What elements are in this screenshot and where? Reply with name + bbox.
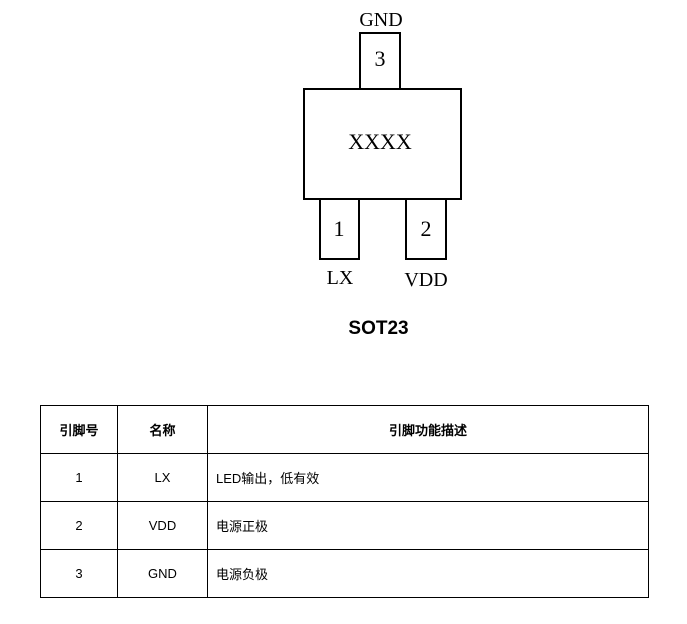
package-title: SOT23 bbox=[348, 318, 409, 339]
pin-1-label: LX bbox=[327, 267, 354, 289]
pin-2-label: VDD bbox=[404, 269, 447, 291]
pin-number-cell: 3 bbox=[40, 549, 118, 598]
pin-1-number: 1 bbox=[334, 216, 345, 241]
header-name: 名称 bbox=[117, 405, 208, 454]
sot23-package-diagram: 3 GND XXXX 1 LX 2 VDD bbox=[303, 9, 462, 291]
pin-number-cell: 1 bbox=[40, 453, 118, 502]
pin-description-cell: 电源正极 bbox=[207, 501, 649, 550]
pin-description-cell: LED输出，低有效 bbox=[207, 453, 649, 502]
table-header-row: 引脚号 名称 引脚功能描述 bbox=[40, 405, 649, 454]
pin-3-number: 3 bbox=[375, 46, 386, 71]
pin-name-cell: LX bbox=[117, 453, 208, 502]
pin-name-cell: VDD bbox=[117, 501, 208, 550]
table-row: 1 LX LED输出，低有效 bbox=[40, 453, 649, 502]
table-row: 3 GND 电源负极 bbox=[40, 549, 649, 598]
pin-3-label: GND bbox=[359, 9, 402, 31]
package-body bbox=[303, 88, 462, 200]
pin-name-cell: GND bbox=[117, 549, 208, 598]
header-pin-number: 引脚号 bbox=[40, 405, 118, 454]
pin-1-outline bbox=[319, 198, 360, 260]
table-row: 2 VDD 电源正极 bbox=[40, 501, 649, 550]
pin-description-table: 引脚号 名称 引脚功能描述 1 LX LED输出，低有效 2 VDD 电源正极 … bbox=[40, 405, 649, 598]
package-marking: XXXX bbox=[348, 129, 412, 154]
pin-2-number: 2 bbox=[421, 216, 432, 241]
pin-2-outline bbox=[405, 198, 447, 260]
pin-number-cell: 2 bbox=[40, 501, 118, 550]
pin-description-cell: 电源负极 bbox=[207, 549, 649, 598]
header-function-description: 引脚功能描述 bbox=[207, 405, 649, 454]
